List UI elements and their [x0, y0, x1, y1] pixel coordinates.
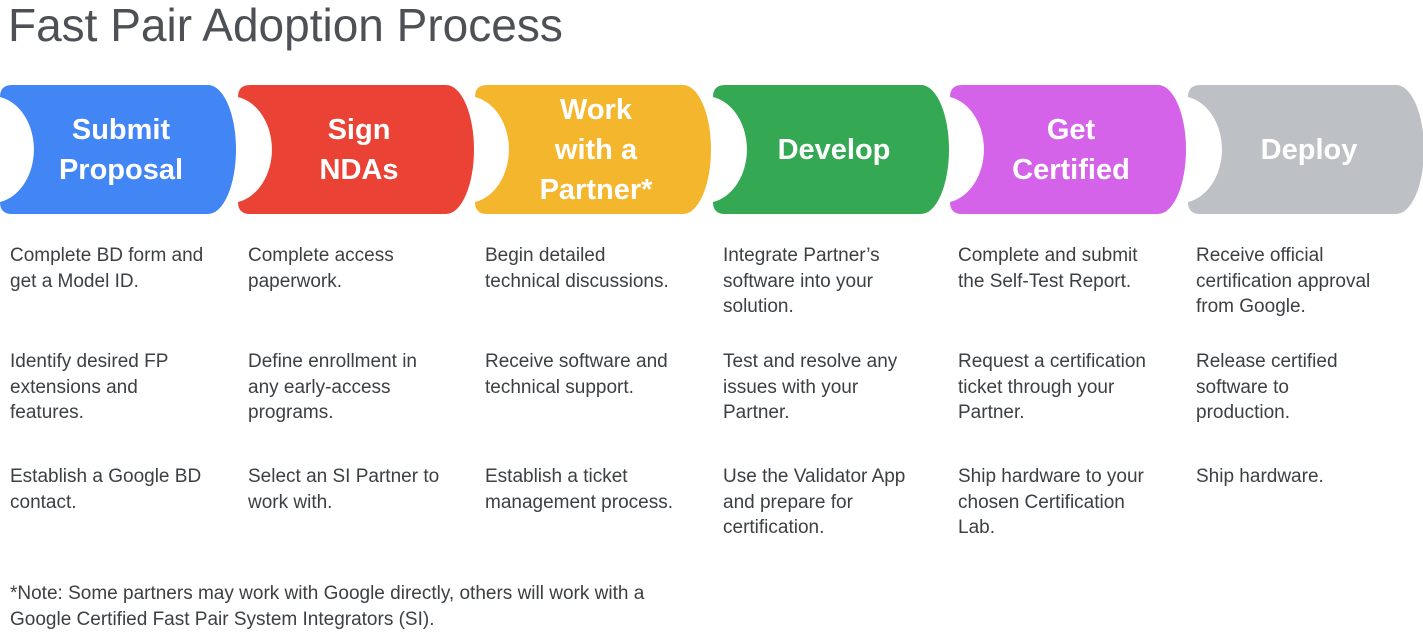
desc-deploy-3: Ship hardware. — [1196, 466, 1324, 487]
desc-submit-proposal-3: Establish a Google BD contact. — [10, 466, 202, 513]
step-shape-submit-proposal: Submit Proposal — [0, 85, 236, 214]
step-shape-deploy: Deploy — [1188, 85, 1423, 214]
step-label: Submit Proposal — [58, 113, 184, 186]
step-label: Deploy — [1260, 133, 1358, 166]
desc-submit-proposal-2: Identify desired FP extensions and featu… — [10, 351, 169, 423]
step-shape-sign-ndas: Sign NDAs — [238, 85, 474, 214]
step-shape-get-certified: Get Certified — [950, 85, 1186, 214]
chevron-shape-icon — [1188, 85, 1423, 214]
page-title: Fast Pair Adoption Process — [8, 0, 563, 51]
desc-sign-ndas-3: Select an SI Partner to work with. — [248, 466, 440, 513]
desc-submit-proposal-1: Complete BD form and get a Model ID. — [10, 245, 204, 292]
footnote: *Note: Some partners may work with Googl… — [10, 583, 645, 630]
desc-deploy-1: Receive official certification approval … — [1196, 245, 1371, 317]
chevron-shape-icon — [950, 85, 1186, 214]
chevron-shape-icon — [475, 85, 711, 214]
desc-develop-2: Test and resolve any issues with your Pa… — [723, 351, 898, 423]
desc-deploy-2: Release certified software to production… — [1196, 351, 1338, 423]
step-label: Get Certified — [1012, 113, 1130, 186]
chevron-shape-icon — [0, 85, 236, 214]
desc-get-certified-1: Complete and submit the Self-Test Report… — [958, 245, 1138, 292]
chevron-shape-icon — [238, 85, 474, 214]
step-shape-develop: Develop — [713, 85, 949, 214]
desc-develop-1: Integrate Partner’s software into your s… — [723, 245, 880, 317]
desc-get-certified-2: Request a certification ticket through y… — [958, 351, 1146, 423]
desc-sign-ndas-1: Complete access paperwork. — [248, 245, 394, 292]
step-label: Work with a Partner* — [539, 93, 653, 206]
desc-get-certified-3: Ship hardware to your chosen Certificati… — [958, 466, 1144, 538]
step-label: Sign NDAs — [319, 113, 399, 186]
desc-work-with-partner-2: Receive software and technical support. — [485, 351, 668, 398]
desc-work-with-partner-1: Begin detailed technical discussions. — [485, 245, 669, 292]
desc-sign-ndas-2: Define enrollment in any early-access pr… — [248, 351, 417, 423]
desc-develop-3: Use the Validator App and prepare for ce… — [723, 466, 906, 538]
chevron-shape-icon — [713, 85, 949, 214]
desc-work-with-partner-3: Establish a ticket management process. — [485, 466, 673, 513]
step-shape-work-with-partner: Work with a Partner* — [475, 85, 711, 214]
step-label: Develop — [777, 133, 891, 166]
